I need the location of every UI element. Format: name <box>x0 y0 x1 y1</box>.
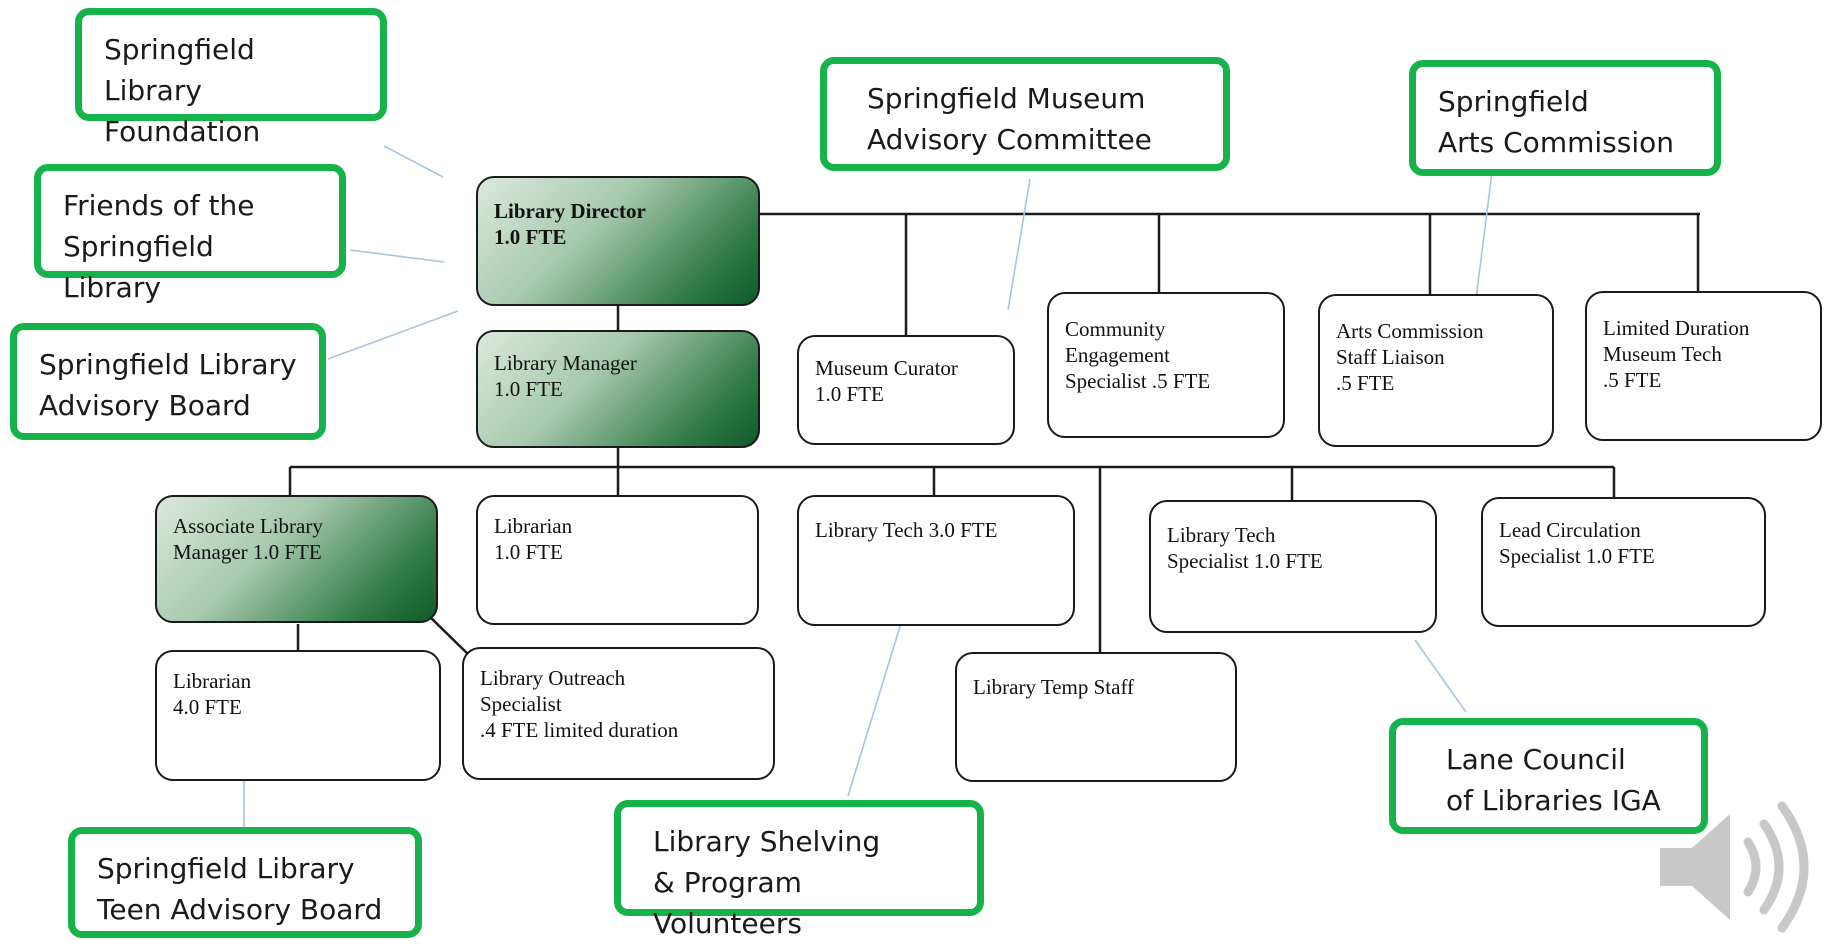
temp-staff-box: Library Temp Staff <box>955 652 1237 782</box>
volunteers-box: Library Shelving & Program Volunteers <box>614 800 984 940</box>
librarian-1-box: Librarian 1.0 FTE <box>476 495 759 625</box>
outreach-specialist-box: Library Outreach Specialist .4 FTE limit… <box>462 647 775 780</box>
arts-commission-box: Springfield Arts Commission <box>1409 60 1721 176</box>
associate-library-manager-box: Associate Library Manager 1.0 FTE <box>155 495 438 623</box>
reporting-lines <box>288 212 1700 659</box>
librarian-4-box: Librarian 4.0 FTE <box>155 650 441 781</box>
library-director-box: Library Director 1.0 FTE <box>476 176 760 306</box>
museum-tech-box: Limited Duration Museum Tech .5 FTE <box>1585 291 1822 441</box>
library-tech-box: Library Tech 3.0 FTE <box>797 495 1075 626</box>
arts-commission-liaison-box: Arts Commission Staff Liaison .5 FTE <box>1318 294 1554 447</box>
library-foundation-box: Springfield Library Foundation <box>75 8 387 148</box>
lane-council-box: Lane Council of Libraries IGA <box>1389 718 1708 834</box>
library-manager-box: Library Manager 1.0 FTE <box>476 330 760 448</box>
library-tech-specialist-box: Library Tech Specialist 1.0 FTE <box>1149 500 1437 633</box>
teen-advisory-board-box: Springfield Library Teen Advisory Board <box>68 827 422 938</box>
library-advisory-board-box: Springfield Library Advisory Board <box>10 323 326 440</box>
speaker-icon[interactable] <box>1652 798 1822 936</box>
museum-curator-box: Museum Curator 1.0 FTE <box>797 335 1015 445</box>
friends-of-library-box: Friends of the Springfield Library <box>34 164 346 304</box>
museum-advisory-committee-box: Springfield Museum Advisory Committee <box>820 57 1230 171</box>
lead-circulation-box: Lead Circulation Specialist 1.0 FTE <box>1481 497 1766 627</box>
community-engagement-box: Community Engagement Specialist .5 FTE <box>1047 292 1285 438</box>
